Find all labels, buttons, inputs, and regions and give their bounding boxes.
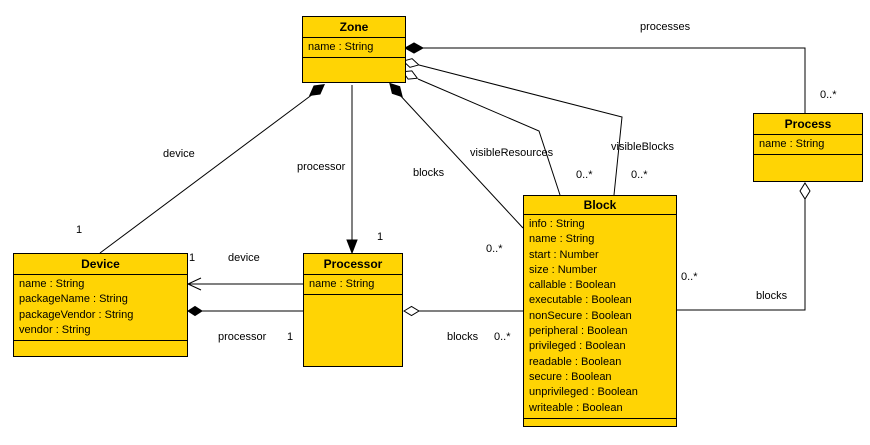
attribute: readable : Boolean: [529, 355, 622, 368]
multiplicity-process-blocks: 0..*: [681, 271, 698, 283]
multiplicity-processor-device: 1: [189, 252, 196, 264]
class-process[interactable]: Process name : String: [753, 113, 863, 182]
class-zone-attributes: name : String: [303, 38, 405, 59]
class-block-title: Block: [524, 196, 676, 215]
class-process-title: Process: [754, 114, 862, 135]
class-device-title: Device: [14, 254, 187, 275]
edge-label-blocks: blocks: [413, 167, 445, 179]
class-process-attributes: name : String: [754, 135, 862, 156]
attribute: name : String: [309, 278, 375, 290]
attribute: executable : Boolean: [529, 294, 632, 307]
attribute: callable : Boolean: [529, 279, 616, 292]
class-block-operations: [524, 419, 676, 426]
composition-diamond-icon: [187, 305, 203, 317]
attribute: name : String: [308, 41, 374, 53]
composition-diamond-icon: [389, 82, 403, 98]
class-block[interactable]: Block info : String name : String start …: [523, 195, 677, 427]
multiplicity-zone-processes: 0..*: [820, 89, 837, 101]
edge-label-processes: processes: [640, 21, 691, 33]
attribute: vendor : String: [19, 323, 91, 336]
class-zone-operations: [303, 58, 405, 82]
edge-zone-visible-blocks: [418, 64, 623, 196]
composition-diamond-icon: [403, 42, 425, 54]
edge-label-processor-blocks: blocks: [447, 331, 479, 343]
edge-zone-processes: [423, 47, 806, 113]
open-arrowhead-icon: [186, 277, 202, 291]
edge-label-processor-device: device: [228, 252, 260, 264]
attribute: size : Number: [529, 263, 597, 276]
class-device[interactable]: Device name : String packageName : Strin…: [13, 253, 188, 357]
composition-diamond-icon: [308, 83, 326, 97]
attribute: packageVendor : String: [19, 308, 134, 321]
attribute: privileged : Boolean: [529, 340, 626, 353]
attribute: unprivileged : Boolean: [529, 386, 638, 399]
edge-label-visible-blocks: visibleBlocks: [611, 141, 674, 153]
multiplicity-device-processor: 1: [287, 331, 294, 343]
edge-label-device-processor: processor: [218, 331, 267, 343]
edge-zone-device: [99, 90, 318, 254]
edge-zone-visible-resources: [417, 78, 561, 196]
aggregation-diamond-icon: [403, 305, 420, 317]
attribute: packageName : String: [19, 293, 128, 306]
edge-zone-blocks: [397, 92, 524, 229]
attribute: nonSecure : Boolean: [529, 309, 632, 322]
attribute: name : String: [19, 278, 85, 290]
attribute: name : String: [529, 233, 595, 246]
multiplicity-zone-processor: 1: [377, 231, 384, 243]
class-processor-operations: [304, 295, 402, 366]
class-processor-attributes: name : String: [304, 275, 402, 296]
attribute: name : String: [759, 138, 825, 150]
class-zone[interactable]: Zone name : String: [302, 16, 406, 83]
attribute: secure : Boolean: [529, 370, 612, 383]
class-device-operations: [14, 341, 187, 356]
edge-label-process-blocks: blocks: [756, 290, 788, 302]
class-processor[interactable]: Processor name : String: [303, 253, 403, 367]
aggregation-diamond-icon: [799, 182, 811, 200]
edge-label-visible-resources: visibleResources: [470, 147, 554, 159]
multiplicity-processor-blocks: 0..*: [494, 331, 511, 343]
aggregation-diamond-icon: [402, 58, 420, 68]
edge-label-device: device: [163, 148, 195, 160]
aggregation-diamond-icon: [401, 70, 419, 80]
class-zone-title: Zone: [303, 17, 405, 38]
attribute: peripheral : Boolean: [529, 325, 628, 338]
multiplicity-visible-blocks: 0..*: [631, 169, 648, 181]
edge-process-blocks: [677, 199, 806, 311]
class-processor-title: Processor: [304, 254, 402, 275]
attribute: start : Number: [529, 248, 599, 261]
multiplicity-zone-blocks: 0..*: [486, 243, 503, 255]
attribute: writeable : Boolean: [529, 401, 623, 414]
filled-arrowhead-icon: [346, 239, 358, 255]
multiplicity-zone-device: 1: [76, 224, 83, 236]
attribute: info : String: [529, 218, 585, 230]
class-process-operations: [754, 155, 862, 181]
class-block-attributes: info : String name : String start : Numb…: [524, 215, 676, 419]
multiplicity-visible-resources: 0..*: [576, 169, 593, 181]
edge-label-processor: processor: [297, 161, 346, 173]
class-device-attributes: name : String packageName : String packa…: [14, 275, 187, 342]
